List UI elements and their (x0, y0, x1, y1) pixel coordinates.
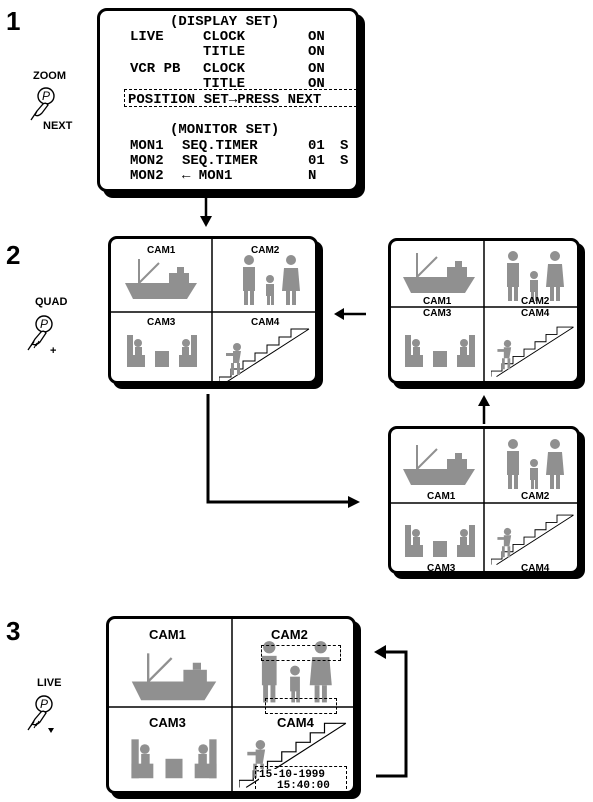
cam2-label: CAM2 (521, 491, 550, 502)
live-title-label: TITLE (203, 44, 246, 60)
people-icon (507, 439, 564, 489)
timestamp-date: 15-10-1999 (259, 769, 326, 781)
svg-text:P: P (40, 317, 48, 331)
stairs-icon (219, 328, 310, 381)
people-icon (507, 251, 564, 301)
live-clock-label: CLOCK (203, 29, 246, 45)
step-3-number: 3 (6, 616, 21, 646)
people-icon (261, 641, 332, 703)
quad-screen-labels-center: CAM1 CAM2 CAM3 CAM4 (388, 238, 580, 384)
vcr-title-label: TITLE (203, 76, 246, 92)
quad-divider-lines (391, 429, 577, 571)
step-1-number: 1 (6, 6, 21, 36)
cam1-label: CAM1 (423, 296, 452, 307)
cam3-label: CAM3 (427, 563, 456, 574)
vcr-title-value: ON (308, 76, 325, 92)
stairs-icon (491, 326, 574, 377)
cam3-label: CAM3 (149, 715, 186, 730)
quad-divider-lines (111, 239, 315, 381)
live-clock-value: ON (308, 29, 325, 45)
live-title-value: ON (308, 44, 325, 60)
mon2-source-flag: N (308, 168, 317, 184)
quad-press-finger-icon: P + (22, 312, 62, 357)
quad-screen-default: CAM1 CAM2 CAM3 CAM4 (108, 236, 318, 384)
quad-screen-labels-bottom: CAM1 CAM2 CAM3 CAM4 (388, 426, 580, 574)
people-icon (243, 255, 300, 305)
cam4-label: CAM4 (251, 317, 280, 328)
office-chairs-icon (405, 525, 475, 557)
quad-divider-lines (109, 619, 353, 791)
svg-text:P: P (40, 697, 48, 711)
ship-icon (403, 253, 475, 293)
vcr-pb-label: VCR PB (130, 61, 181, 77)
office-chairs-icon (127, 335, 197, 367)
svg-text:+: + (50, 345, 56, 356)
loop-arrow-icon (374, 645, 408, 778)
mon1-timer-value: 01 (308, 138, 325, 154)
arrow-down-icon (200, 198, 212, 227)
stairs-icon (491, 514, 574, 565)
timestamp-time: 15:40:00 (277, 780, 330, 792)
live-screen: CAM1 CAM2 CAM3 CAM4 15-10-1999 15:40:00 (106, 616, 356, 794)
mon1-seq-timer-label: SEQ.TIMER (182, 138, 258, 154)
position-set-highlight (124, 89, 357, 107)
ship-icon (131, 653, 217, 701)
cam3-label: CAM3 (423, 308, 452, 319)
quad-button-label: QUAD (35, 296, 68, 308)
mon2-timer-value: 01 (308, 153, 325, 169)
office-chairs-icon (131, 739, 217, 779)
cam1-label: CAM1 (427, 491, 456, 502)
cam4-label: CAM4 (521, 308, 550, 319)
position-set-line: POSITION SET→PRESS NEXT (128, 92, 322, 108)
live-press-finger-icon: P (22, 692, 62, 736)
ship-icon (403, 445, 475, 485)
mon2-timer-unit: S (340, 153, 349, 169)
display-set-menu: (DISPLAY SET) LIVE CLOCK ON TITLE ON VCR… (97, 8, 359, 192)
next-button-label: NEXT (43, 120, 73, 132)
cam4-label: CAM4 (521, 563, 550, 574)
title-position-box-lower (265, 698, 337, 714)
clock-position-box (255, 766, 347, 791)
ship-icon (125, 259, 197, 299)
vcr-clock-value: ON (308, 61, 325, 77)
press-finger-icon: P (26, 84, 66, 124)
flow-arrow-to-bottom-right (206, 394, 360, 508)
mon2-source-value: ← MON1 (182, 168, 233, 184)
mon2-seq-timer-label: SEQ.TIMER (182, 153, 258, 169)
office-chairs-icon (405, 335, 475, 367)
step-2-number: 2 (6, 240, 21, 270)
arrow-up-icon (478, 395, 490, 424)
cam2-label: CAM2 (271, 627, 308, 642)
zoom-button-label: ZOOM (33, 70, 66, 82)
cam3-label: CAM3 (147, 317, 176, 328)
cam4-label: CAM4 (277, 715, 314, 730)
live-label: LIVE (130, 29, 164, 45)
mon1-label: MON1 (130, 138, 164, 154)
cam2-label: CAM2 (521, 296, 550, 307)
cam1-label: CAM1 (149, 627, 186, 642)
svg-text:P: P (42, 89, 50, 103)
live-button-label: LIVE (37, 677, 62, 689)
quad-divider-lines (391, 241, 577, 381)
mon2-source-label: MON2 (130, 168, 164, 184)
cam1-label: CAM1 (147, 245, 176, 256)
mon2-label: MON2 (130, 153, 164, 169)
title-position-box (261, 645, 341, 661)
monitor-set-heading: (MONITOR SET) (170, 122, 280, 138)
vcr-clock-label: CLOCK (203, 61, 246, 77)
cam2-label: CAM2 (251, 245, 280, 256)
arrow-left-icon (334, 308, 366, 320)
mon1-timer-unit: S (340, 138, 349, 154)
display-set-heading: (DISPLAY SET) (170, 14, 280, 30)
